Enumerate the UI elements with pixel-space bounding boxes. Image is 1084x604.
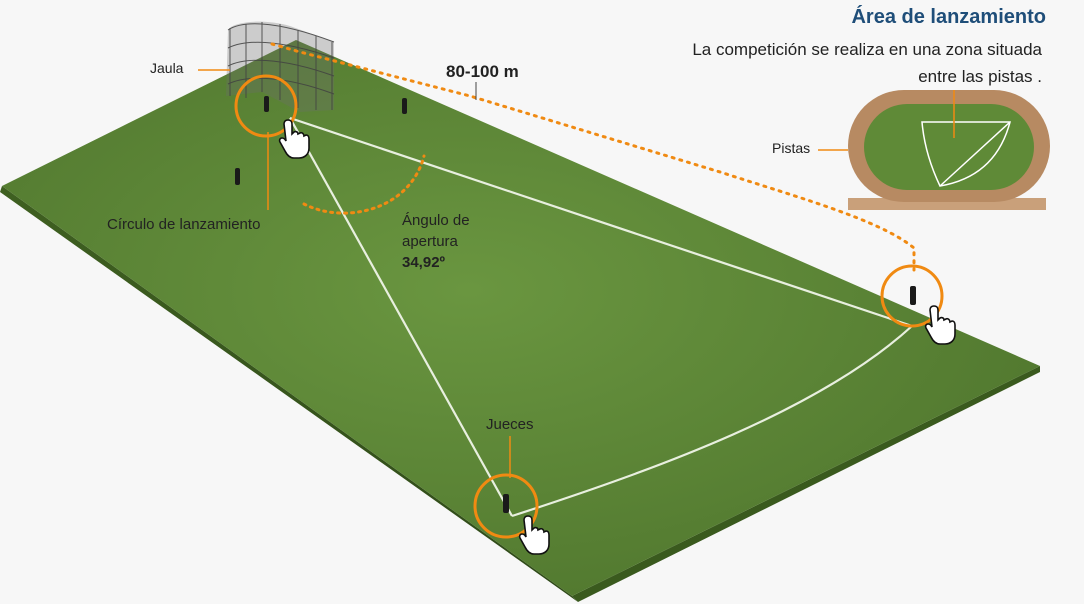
field-surface [2,40,1040,596]
right-judge-highlight [880,264,944,328]
description-line-2: entre las pistas . [918,67,1042,86]
field-edge [0,186,578,602]
track-inset [848,90,1050,210]
bottom-judge-highlight [473,473,539,539]
sector-lines [289,116,913,518]
cage [226,21,335,112]
page-title: Área de lanzamiento [851,6,1046,28]
track-label: Pistas [772,140,811,156]
hand-pointer-icon [924,305,956,345]
angle-value: 34,92º [402,254,446,271]
cage-label: Jaula [150,60,184,76]
description: La competición se realiza en una zona si… [522,36,1042,90]
angle-label-line-1: Ángulo de [402,212,470,229]
distance-label: 80-100 m [446,62,519,81]
distance-connector [270,42,916,272]
hand-pointer-icon [278,119,310,159]
angle-label-line-2: apertura [402,233,458,250]
angle-arc [302,154,426,215]
figures [235,96,916,513]
hand-pointer-icon [518,515,550,555]
description-line-1: La competición se realiza en una zona si… [692,40,1042,59]
throwing-circle-highlight [234,74,298,138]
throwing-circle-label: Círculo de lanzamiento [107,216,261,233]
judges-label: Jueces [486,416,534,433]
angle-label: Ángulo de apertura 34,92º [402,210,470,273]
field-edge-right [572,366,1040,602]
